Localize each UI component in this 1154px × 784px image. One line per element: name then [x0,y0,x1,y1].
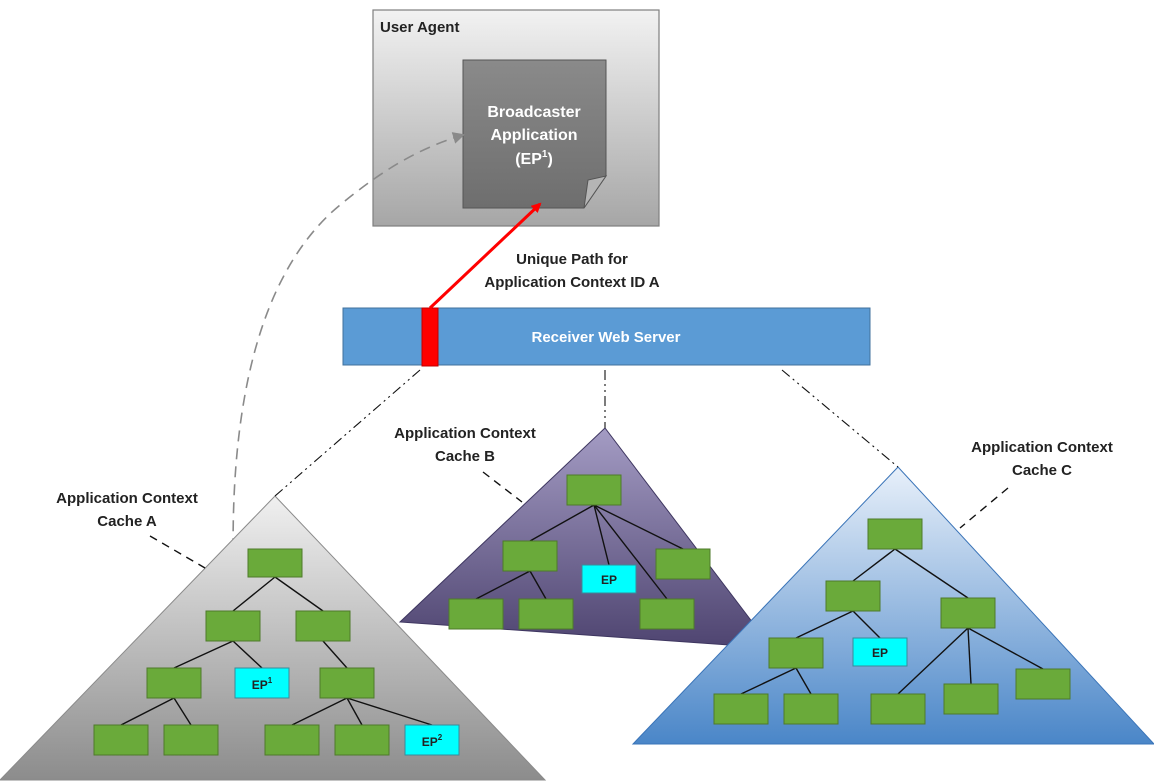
tree-node [639,598,695,630]
ep-node [852,637,908,667]
tree-node [943,683,999,715]
tree-node [146,667,202,699]
unique-path-line2: Application Context ID A [484,274,659,291]
tree-node [713,693,769,725]
broadcaster-line2: Application [490,127,577,144]
tree-node [825,580,881,612]
broadcaster-line3: (EP1) [515,149,553,168]
tree-node [783,693,839,725]
cache-c-tree: EP [713,518,1071,725]
server-cache-a-connector [274,369,421,497]
ep2-node [404,724,460,756]
cache-a-triangle [0,495,547,781]
ep1-node [234,667,290,699]
tree-node [295,610,351,642]
cache-b-tree: EP [448,474,711,630]
broadcaster-line1: Broadcaster [487,104,580,121]
tree-node [655,548,711,580]
tree-node [867,518,923,550]
tree-node [319,667,375,699]
tree-node [205,610,261,642]
cache-b-label-line2: Cache B [435,448,495,465]
server-cache-c-connector [781,369,899,468]
tree-node [448,598,504,630]
unique-path-arrow [428,202,542,310]
tree-node [870,693,926,725]
cache-a-label-line2: Cache A [97,513,157,530]
user-agent-title: User Agent [380,19,459,36]
cache-b-label-leader [482,471,523,503]
tree-node [93,724,149,756]
tree-node [334,724,390,756]
cache-b-label-line1: Application Context [394,425,536,442]
tree-node [163,724,219,756]
tree-node [566,474,622,506]
tree-node [264,724,320,756]
cache-c-label-line2: Cache C [1012,462,1072,479]
broadcaster-application-doc: Broadcaster Application (EP1) [462,59,608,209]
receiver-web-server-label: Receiver Web Server [532,329,681,346]
cache-a-label-leader [149,535,206,569]
cache-a-tree: EP1 EP2 [93,548,460,756]
cache-c-label-leader [959,487,1009,529]
tree-node [502,540,558,572]
unique-path-marker [421,307,439,367]
ep-label: EP [872,646,888,660]
cache-c-label-line1: Application Context [971,439,1113,456]
ep-label: EP [601,573,617,587]
ep1-link-curve [232,132,465,676]
cache-a-label-line1: Application Context [56,490,198,507]
ep-node [581,564,637,594]
unique-path-line1: Unique Path for [516,251,628,268]
tree-node [940,597,996,629]
cache-b-triangle [398,427,774,649]
ep2-label: EP2 [422,733,443,749]
tree-node [518,598,574,630]
ep1-label: EP1 [252,676,273,692]
tree-node [1015,668,1071,700]
tree-node [247,548,303,578]
tree-node [768,637,824,669]
